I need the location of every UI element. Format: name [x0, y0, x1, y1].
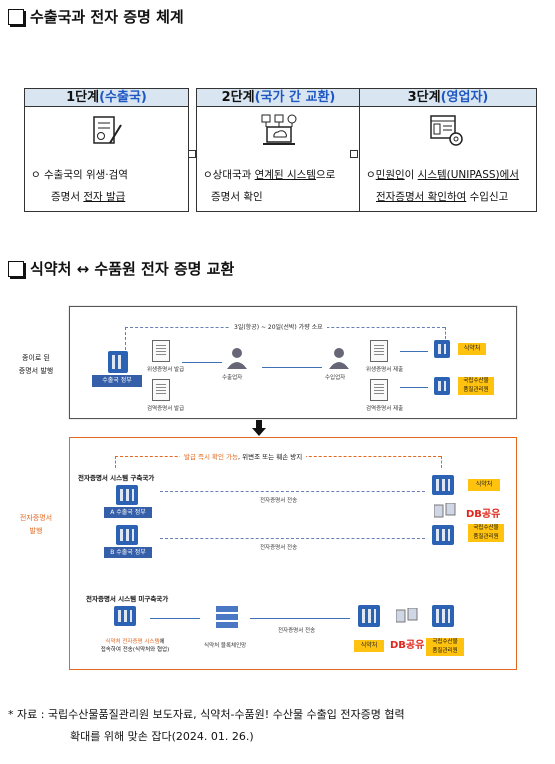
- flow-arrow: [400, 351, 428, 352]
- export-gov-label: 수출국 정부: [92, 375, 142, 387]
- government-building-icon: [108, 351, 128, 373]
- flow-arrow: [182, 362, 222, 363]
- mfds-building-icon: [432, 475, 454, 495]
- document-icon: [370, 340, 388, 362]
- unbuilt-desc: 식약처 전자증명 시스템에 접속하여 전송(식약처와 협업): [100, 639, 170, 653]
- nfqs-building-icon: [432, 605, 454, 627]
- document-icon: [152, 379, 170, 401]
- laptop-network-icon: [261, 114, 297, 145]
- checkbox-square-icon: [8, 8, 24, 25]
- section-title-2: 식약처 ↔ 수품원 전자 증명 교환: [8, 258, 234, 279]
- mfds-building-icon: [434, 340, 450, 358]
- db-share-devices-icon: [396, 608, 418, 623]
- mfds-label: 식약처: [458, 343, 486, 355]
- section-title-1: 수출국과 전자 증명 체계: [8, 6, 184, 27]
- flow-arrow: [150, 618, 200, 619]
- nfqs-building-icon: [432, 525, 454, 545]
- e-cert-diagram: 발급 즉시 확인 가능, 위변조 또는 훼손 방지 전자증명서 시스템 구축국가…: [69, 437, 517, 670]
- stage-box-2: 2단계(국가 간 교환) ㅇ상대국과 연계된 시스템으로 증명서 확인: [196, 88, 361, 212]
- stage-header-2: 2단계(국가 간 교환): [197, 89, 360, 107]
- blockchain-server-icon: [216, 606, 238, 628]
- mfds-label: 식약처: [354, 640, 384, 652]
- built-country-title: 전자증명서 시스템 구축국가: [78, 474, 155, 482]
- duration-text: 3일(항공) ~ 20일(선박) 가량 소요: [230, 322, 327, 331]
- unbuilt-country-title: 전자증명서 시스템 미구축국가: [86, 595, 169, 603]
- stage-connector: [188, 150, 196, 158]
- stage-header-3: 3단계(영업자): [360, 89, 536, 107]
- gov-b-label: B 수출국 정부: [104, 547, 152, 558]
- document-icon: [152, 340, 170, 362]
- benefit-banner: 발급 즉시 확인 가능, 위변조 또는 훼손 방지: [180, 451, 307, 461]
- stage-box-3: 3단계(영업자) ㅇ민원인이 시스템(UNIPASS)에서 전자증명서 확인하여…: [359, 88, 537, 212]
- document-pen-icon: [93, 116, 122, 144]
- db-share-label: DB공유: [390, 640, 425, 651]
- transfer-line: [160, 491, 425, 492]
- source-note: * 자료 : 국립수산물품질관리원 보도자료, 식약처-수품원! 수산물 수출입…: [8, 708, 405, 743]
- document-icon: [370, 379, 388, 401]
- transfer-line: [160, 538, 425, 539]
- nfqs-building-icon: [434, 377, 450, 395]
- paper-cert-diagram: 3일(항공) ~ 20일(선박) 가량 소요 수출국 정부 위생증명서 발급 검…: [69, 306, 517, 419]
- stage-header-1: 1단계(수출국): [25, 89, 188, 107]
- importer-person-icon: [329, 348, 349, 369]
- mfds-label: 식약처: [468, 479, 500, 491]
- gov-a-building-icon: [116, 485, 138, 505]
- db-share-label: DB공유: [466, 509, 501, 520]
- mfds-building-icon: [358, 605, 380, 627]
- down-arrow-icon: [252, 420, 266, 436]
- checkbox-square-icon: [8, 260, 24, 277]
- flow-arrow: [262, 367, 322, 368]
- unbuilt-gov-building-icon: [114, 606, 136, 626]
- db-share-devices-icon: [434, 503, 456, 518]
- stage-connector: [350, 150, 358, 158]
- gov-a-label: A 수출국 정부: [104, 507, 152, 518]
- exporter-person-icon: [227, 348, 247, 369]
- flow-arrow: [250, 618, 350, 619]
- system-gear-icon: [430, 115, 463, 146]
- gov-b-building-icon: [116, 525, 138, 545]
- flow-arrow: [400, 387, 428, 388]
- stage-box-1: 1단계(수출국) ㅇ 수출국의 위생·검역 증명서 전자 발급: [24, 88, 189, 212]
